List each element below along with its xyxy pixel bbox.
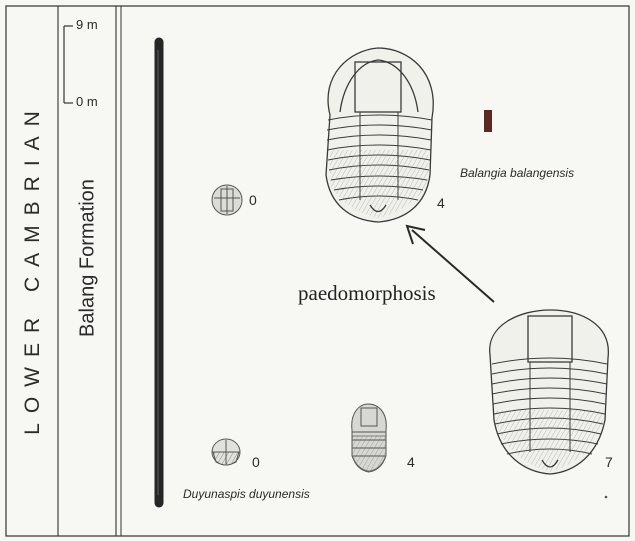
duyunaspis-stage-4-fossil: [352, 404, 387, 472]
era-label: LOWER CAMBRIAN: [21, 101, 45, 435]
duyunaspis-stage-4-label: 4: [407, 454, 415, 470]
balangia-stage-0-fossil: [212, 185, 242, 215]
scale-bottom-label: 0 m: [76, 94, 98, 109]
balangia-stage-4-label: 4: [437, 195, 445, 211]
speck: [605, 496, 608, 499]
duyunaspis-stage-7-label: 7: [605, 454, 613, 470]
process-label: paedomorphosis: [298, 281, 436, 306]
scale-bar: [64, 26, 73, 103]
duyunaspis-stage-0-label: 0: [252, 454, 260, 470]
balangia-species-name: Balangia balangensis: [460, 166, 574, 180]
balangia-stage-4-fossil: [326, 48, 433, 222]
duyunaspis-stage-7-fossil: [490, 310, 609, 474]
range-marker: [484, 110, 492, 132]
balangia-stage-0-label: 0: [249, 192, 257, 208]
duyunaspis-stage-0-fossil: [212, 439, 240, 465]
duyunaspis-species-name: Duyunaspis duyunensis: [183, 487, 310, 501]
scale-top-label: 9 m: [76, 17, 98, 32]
formation-label: Balang Formation: [77, 179, 100, 337]
